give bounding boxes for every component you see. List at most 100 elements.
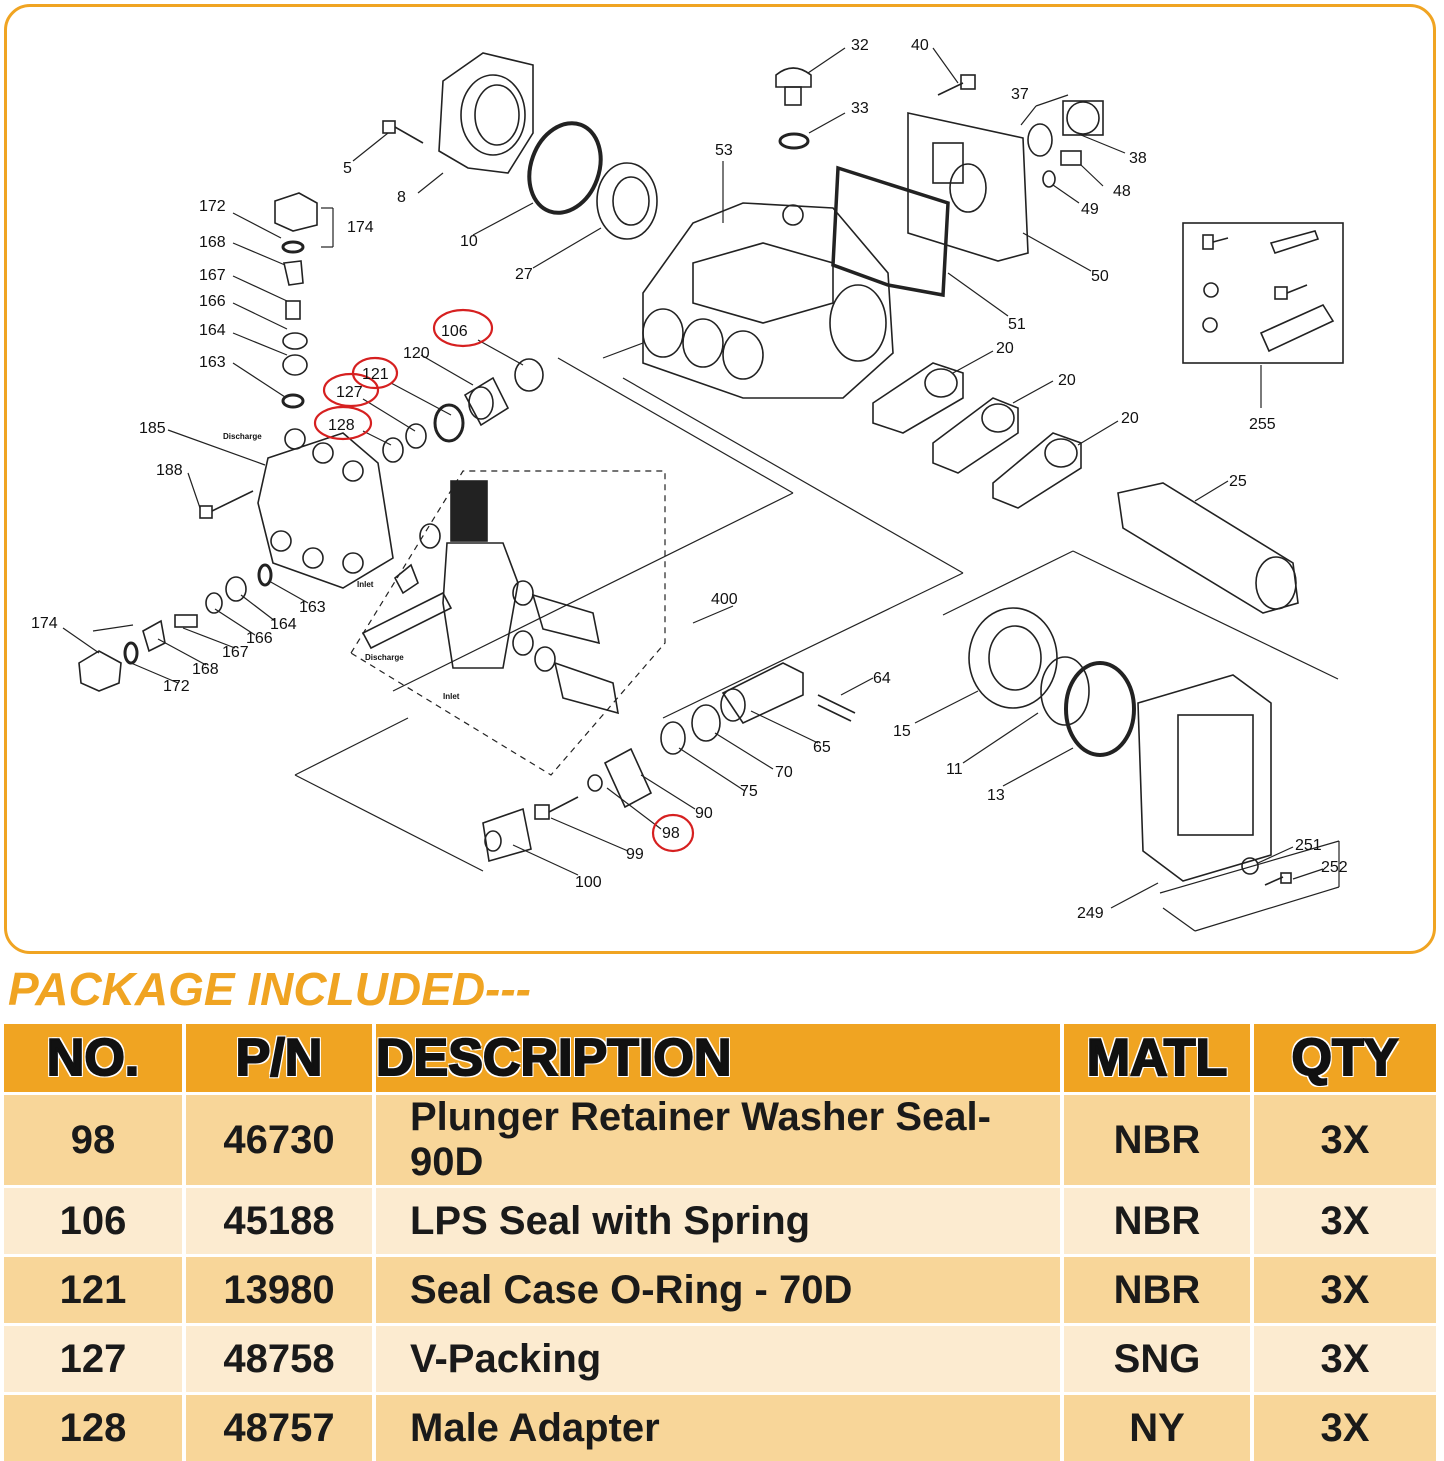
cell-pn: 45188: [184, 1187, 374, 1256]
callout-70: 70: [775, 764, 793, 781]
callout-106: 106: [441, 323, 468, 340]
cell-pn: 46730: [184, 1094, 374, 1187]
table-row: 127 48758 V-Packing SNG 3X: [4, 1325, 1438, 1394]
callout-5: 5: [343, 160, 352, 177]
callout-53: 53: [715, 142, 733, 159]
leader-lines: [63, 48, 1323, 908]
callout-174: 174: [347, 219, 374, 236]
cell-no: 121: [4, 1256, 184, 1325]
cell-qty: 3X: [1252, 1094, 1438, 1187]
callout-38: 38: [1129, 150, 1147, 167]
callout-100: 100: [575, 874, 602, 891]
callout-11: 11: [946, 761, 963, 778]
callout-49: 49: [1081, 201, 1099, 218]
callout-20a: 20: [996, 340, 1014, 357]
header-matl: MATL: [1062, 1024, 1252, 1094]
cell-description: Male Adapter: [374, 1394, 1062, 1461]
cell-description: LPS Seal with Spring: [374, 1187, 1062, 1256]
callout-10: 10: [460, 233, 478, 250]
cell-no: 98: [4, 1094, 184, 1187]
package-included-heading: PACKAGE INCLUDED---: [8, 962, 531, 1016]
oring-10-part: [517, 113, 612, 223]
table-header-row: NO. P/N DESCRIPTION MATL QTY: [4, 1024, 1438, 1094]
callout-15: 15: [893, 723, 911, 740]
callout-121: 121: [362, 366, 389, 383]
plug-48-part: [1043, 151, 1081, 187]
table-row: 98 46730 Plunger Retainer Washer Seal-90…: [4, 1094, 1438, 1187]
top-valve-stack: [275, 193, 317, 407]
callout-172-left: 172: [163, 678, 190, 695]
plunger-90-part: [483, 749, 651, 861]
callout-99: 99: [626, 846, 644, 863]
plug-37-part: [1028, 101, 1103, 156]
label-inlet-valve: Inlet: [443, 692, 460, 701]
header-pn: P/N: [184, 1024, 374, 1094]
parts-kit-255: [1183, 223, 1343, 363]
cell-matl: SNG: [1062, 1325, 1252, 1394]
left-valve-stack: [79, 565, 271, 691]
seal-stack: [383, 359, 543, 462]
header-description: DESCRIPTION: [374, 1024, 1062, 1094]
unloader-valve-part: [351, 471, 665, 775]
callout-166-left: 166: [246, 630, 273, 647]
callout-13: 13: [987, 787, 1005, 804]
callout-27: 27: [515, 266, 533, 283]
table-row: 106 45188 LPS Seal with Spring NBR 3X: [4, 1187, 1438, 1256]
callout-90: 90: [695, 805, 713, 822]
flange-part: [439, 53, 533, 173]
oring-13-part: [1066, 663, 1134, 755]
label-inlet-top: Inlet: [357, 580, 374, 589]
bolt-188-part: [200, 491, 253, 518]
cell-description: Plunger Retainer Washer Seal-90D: [374, 1094, 1062, 1187]
callout-168-left: 168: [192, 661, 219, 678]
oring-33-part: [780, 134, 808, 148]
callout-163: 163: [199, 354, 226, 371]
cell-matl: NBR: [1062, 1187, 1252, 1256]
header-no: NO.: [4, 1024, 184, 1094]
callout-128: 128: [328, 417, 355, 434]
cell-qty: 3X: [1252, 1256, 1438, 1325]
cap-32-part: [776, 68, 811, 105]
cell-matl: NY: [1062, 1394, 1252, 1461]
parts-table: NO. P/N DESCRIPTION MATL QTY 98 46730 Pl…: [4, 1024, 1440, 1461]
cell-no: 106: [4, 1187, 184, 1256]
callout-255: 255: [1249, 416, 1276, 433]
callout-33: 33: [851, 100, 869, 117]
callout-166: 166: [199, 293, 226, 310]
callout-48: 48: [1113, 183, 1131, 200]
table-row: 121 13980 Seal Case O-Ring - 70D NBR 3X: [4, 1256, 1438, 1325]
callout-120: 120: [403, 345, 430, 362]
callout-164-left: 164: [270, 616, 297, 633]
callout-188: 188: [156, 462, 183, 479]
callout-37: 37: [1011, 86, 1029, 103]
callout-labels: 32 40 37 38 48 49 50 33 53 5 8 10 27 172…: [31, 37, 1348, 922]
label-discharge-valve: Discharge: [365, 653, 404, 662]
cell-qty: 3X: [1252, 1394, 1438, 1461]
callout-65: 65: [813, 739, 831, 756]
callout-167: 167: [199, 267, 226, 284]
cell-qty: 3X: [1252, 1187, 1438, 1256]
cell-description: V-Packing: [374, 1325, 1062, 1394]
cell-matl: NBR: [1062, 1094, 1252, 1187]
cell-pn: 13980: [184, 1256, 374, 1325]
manifold-part: [258, 429, 393, 588]
cell-pn: 48757: [184, 1394, 374, 1461]
table-row: 128 48757 Male Adapter NY 3X: [4, 1394, 1438, 1461]
callout-400: 400: [711, 591, 738, 608]
callout-32: 32: [851, 37, 869, 54]
callout-20b: 20: [1058, 372, 1076, 389]
callout-64: 64: [873, 670, 891, 687]
bearing-27-part: [597, 163, 657, 239]
callout-75: 75: [740, 783, 758, 800]
side-cover-part: [1138, 675, 1271, 881]
callout-167-left: 167: [222, 644, 249, 661]
guide-lines: [93, 95, 1339, 931]
gasket-51-part: [833, 168, 948, 295]
cell-no: 127: [4, 1325, 184, 1394]
callout-40: 40: [911, 37, 929, 54]
callout-98: 98: [662, 825, 680, 842]
cell-pn: 48758: [184, 1325, 374, 1394]
callout-174-left: 174: [31, 615, 58, 632]
exploded-diagram-frame: 32 40 37 38 48 49 50 33 53 5 8 10 27 172…: [4, 4, 1436, 954]
header-qty: QTY: [1252, 1024, 1438, 1094]
